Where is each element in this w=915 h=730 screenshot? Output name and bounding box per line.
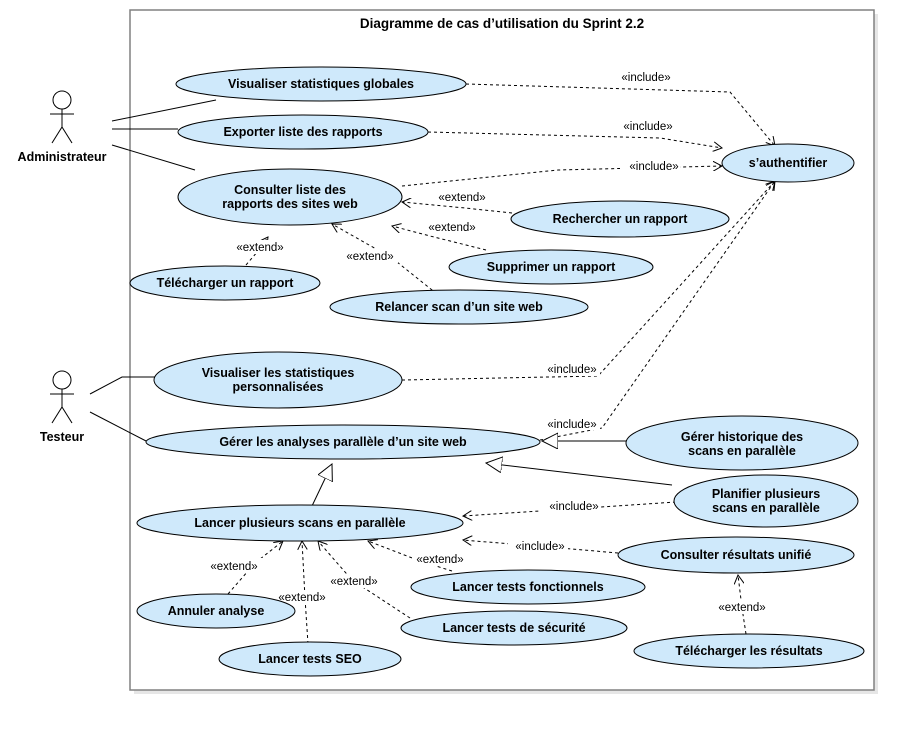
extend-label: «extend» (330, 576, 377, 588)
actor-testeur[interactable]: Testeur (40, 370, 84, 444)
use-case-label: Télécharger un rapport (157, 276, 295, 290)
include-label: «include» (629, 161, 678, 173)
associations (89, 99, 217, 443)
generalizations (311, 441, 673, 507)
extend-label: «extend» (346, 251, 393, 263)
use-case-telecharger-resultats[interactable]: Télécharger les résultats (633, 633, 865, 669)
use-case-label: s’authentifier (749, 156, 828, 170)
use-case-relancer-scan[interactable]: Relancer scan d’un site web (329, 289, 589, 325)
use-case-label: Lancer plusieurs scans en parallèle (194, 516, 405, 530)
use-case-label: Gérer historique des (681, 430, 803, 444)
use-case-supprimer-rapport[interactable]: Supprimer un rapport (448, 249, 654, 285)
use-case-rechercher-rapport[interactable]: Rechercher un rapport (510, 200, 730, 238)
use-case-telecharger-rapport[interactable]: Télécharger un rapport (129, 265, 321, 301)
extend-label: «extend» (428, 222, 475, 234)
use-case-label: Consulter liste des (234, 183, 346, 197)
include-label: «include» (549, 501, 598, 513)
include-label: «include» (547, 364, 596, 376)
stereotype-labels: «include» «include» «include» «include» … (206, 70, 770, 614)
use-case-label: Lancer tests fonctionnels (452, 580, 603, 594)
use-case-lancer-tests-securite[interactable]: Lancer tests de sécurité (400, 610, 628, 646)
include-label: «include» (621, 72, 670, 84)
stick-figure-icon (50, 90, 74, 144)
use-case-label: Exporter liste des rapports (223, 125, 382, 139)
use-case-label: Visualiser statistiques globales (228, 77, 414, 91)
use-case-gerer-analyses-paralleles[interactable]: Gérer les analyses parallèle d’un site w… (145, 424, 541, 460)
use-case-label: Annuler analyse (168, 604, 265, 618)
use-case-label: Lancer tests de sécurité (442, 621, 585, 635)
extend-label: «extend» (278, 592, 325, 604)
use-case-exporter-liste-rapports[interactable]: Exporter liste des rapports (177, 114, 429, 150)
extend-label: «extend» (416, 554, 463, 566)
use-case-label: Supprimer un rapport (487, 260, 616, 274)
use-case-label: scans en parallèle (712, 501, 820, 515)
use-case-visualiser-statistiques-personnalisees[interactable]: Visualiser les statistiques personnalisé… (153, 351, 403, 409)
extend-label: «extend» (210, 561, 257, 573)
use-case-visualiser-statistiques-globales[interactable]: Visualiser statistiques globales (175, 66, 467, 102)
use-case-label: Consulter résultats unifié (661, 548, 812, 562)
use-case-label: Visualiser les statistiques (202, 366, 355, 380)
use-case-consulter-liste-rapports[interactable]: Consulter liste des rapports des sites w… (177, 168, 403, 226)
use-case-lancer-tests-seo[interactable]: Lancer tests SEO (218, 641, 402, 677)
include-label: «include» (547, 419, 596, 431)
use-case-label: scans en parallèle (688, 444, 796, 458)
use-case-label: Relancer scan d’un site web (375, 300, 543, 314)
use-case-label: rapports des sites web (222, 197, 358, 211)
use-case-lancer-plusieurs-scans[interactable]: Lancer plusieurs scans en parallèle (136, 504, 464, 542)
use-case-gerer-historique-scans[interactable]: Gérer historique des scans en parallèle (625, 415, 859, 471)
actor-label: Testeur (40, 430, 84, 444)
use-case-label: personnalisées (232, 380, 323, 394)
extend-label: «extend» (438, 192, 485, 204)
use-case-label: Gérer les analyses parallèle d’un site w… (219, 435, 467, 449)
use-case-label: Planifier plusieurs (712, 487, 820, 501)
diagram-title: Diagramme de cas d’utilisation du Sprint… (360, 16, 644, 31)
use-case-lancer-tests-fonctionnels[interactable]: Lancer tests fonctionnels (410, 569, 646, 605)
stick-figure-icon (50, 370, 74, 424)
use-case-annuler-analyse[interactable]: Annuler analyse (136, 593, 296, 629)
actor-administrateur[interactable]: Administrateur (18, 90, 107, 164)
actor-label: Administrateur (18, 150, 107, 164)
include-label: «include» (623, 121, 672, 133)
use-case-label: Lancer tests SEO (258, 652, 362, 666)
include-label: «include» (515, 541, 564, 553)
use-case-consulter-resultats-unifie[interactable]: Consulter résultats unifié (617, 536, 855, 574)
use-case-planifier-scans[interactable]: Planifier plusieurs scans en parallèle (673, 474, 859, 528)
use-case-label: Télécharger les résultats (675, 644, 822, 658)
use-case-s-authentifier[interactable]: s’authentifier (721, 143, 855, 183)
extend-label: «extend» (718, 602, 765, 614)
extend-label: «extend» (236, 242, 283, 254)
use-case-label: Rechercher un rapport (553, 212, 689, 226)
